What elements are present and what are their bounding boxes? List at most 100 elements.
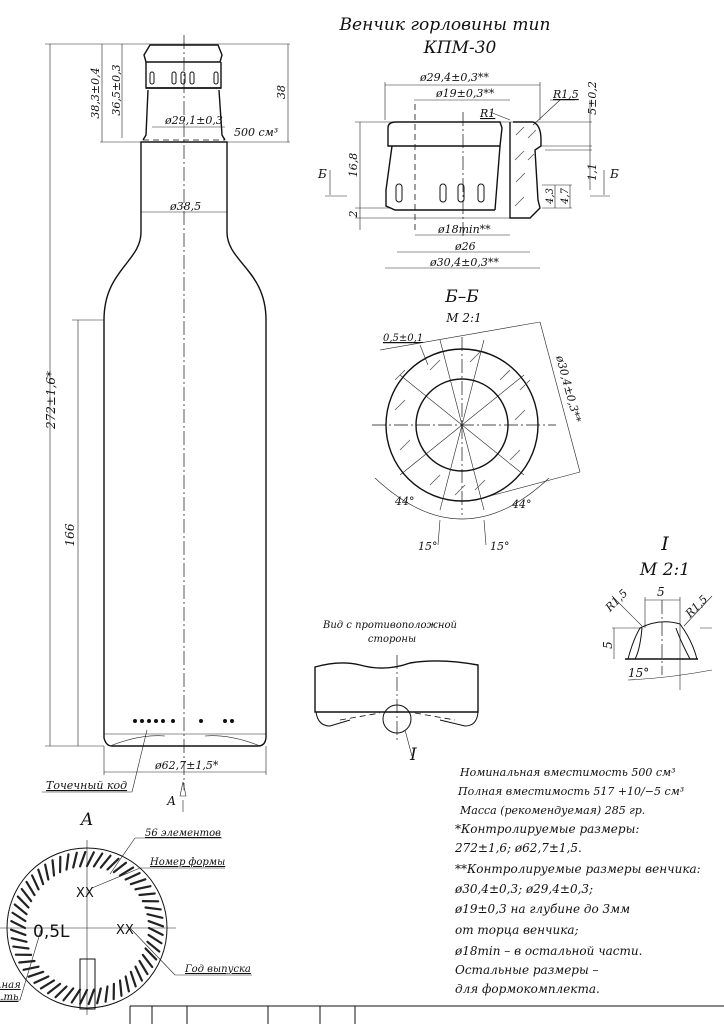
bottle-dimensions (42, 43, 290, 812)
knurl-element (20, 887, 33, 903)
note-line: Номинальная вместимость 500 см³ (459, 766, 676, 779)
angle-left: 44° (394, 495, 415, 508)
knurl-element (10, 937, 28, 943)
section-bb-drawing (372, 321, 581, 546)
knurl-element (16, 895, 30, 909)
knurl-element (44, 863, 50, 881)
knurl-element (27, 970, 45, 978)
bottle-outline (103, 35, 267, 790)
note-line: Полная вместимость 517 +10/−5 см³ (457, 785, 684, 798)
opposite-view-detail-mark: I (409, 745, 417, 765)
opposite-view-drawing (314, 655, 479, 757)
dim-2: 2 (347, 211, 360, 219)
dim-gap: 0,5±0,1 (383, 333, 423, 344)
section-mark-left: Б (317, 167, 327, 181)
finish-title-line2: КПМ-30 (423, 38, 497, 58)
finish-section-drawing (325, 82, 610, 269)
knurl-element (51, 859, 56, 877)
knurl-element (129, 878, 147, 886)
knurl-element (25, 880, 36, 897)
finish-lugs (149, 71, 219, 85)
knurl-element (22, 965, 40, 971)
note-line: для формокомплекта. (455, 982, 600, 996)
knurl-element (9, 928, 27, 937)
knurl-element (147, 926, 164, 936)
knurl-element (87, 988, 96, 1006)
note-line: **Контролируемые размеры венчика: (455, 862, 701, 876)
knurl-element (12, 945, 30, 950)
note-line: Остальные размеры – (455, 963, 599, 977)
dim-4-3: 4,3 (545, 188, 556, 205)
dim-height: 16,8 (347, 153, 360, 178)
dim-finish-height-2: 36,5±0,3 (110, 64, 123, 115)
knurl-element (124, 871, 141, 881)
note-line: от торца венчика; (455, 923, 579, 937)
cut-label-line2: ...ть (0, 992, 18, 1003)
dim-1-1: 1,1 (586, 163, 599, 181)
knurl-element (46, 982, 62, 995)
angle-right: 44° (511, 498, 532, 511)
dot-code (133, 719, 234, 723)
knurl-element (78, 850, 87, 868)
dim-outer-bottom: ø30,4±0,3** (429, 256, 499, 269)
dim-neck-ring: ø29,1±0,3 (164, 114, 223, 127)
dim-top-height: 5±0,2 (586, 81, 599, 115)
note-line: Масса (рекомендуемая) 285 гр. (459, 804, 645, 817)
knurl-element (99, 854, 112, 869)
knurl-element (62, 987, 75, 1002)
knurl-element (106, 857, 120, 871)
title-block (129, 1005, 724, 1024)
knurl-element (11, 911, 27, 923)
capacity-mark: 500 см³ (234, 126, 278, 139)
knurl-element (13, 903, 28, 916)
detail-i-height: 5 (601, 641, 615, 649)
dim-neck-diameter: ø38,5 (169, 200, 201, 213)
radius-r1: R1 (479, 107, 495, 120)
knurl-element (39, 979, 56, 990)
detail-i-title: I (660, 533, 669, 555)
note-line: ø30,4±0,3; ø29,4±0,3; (454, 882, 593, 896)
detail-i-scale: М 2:1 (639, 560, 690, 580)
dim-total-height: 272±1,6* (44, 371, 58, 430)
knurl-element (146, 913, 164, 919)
knurl-element (37, 868, 45, 886)
year-mark: XX (116, 923, 134, 938)
section-bb-title: Б–Б (444, 287, 479, 307)
note-line: ø18min – в остальной части. (454, 944, 642, 958)
knurl-element (134, 965, 144, 982)
dim-outer-top: ø29,4±0,3** (419, 71, 489, 84)
dim-body-diameter: ø62,7±1,5* (154, 759, 219, 772)
mold-number-mark: XX (76, 886, 94, 901)
detail-i-radius-left: R1,5 (602, 587, 630, 615)
knurl-element (65, 853, 70, 871)
dim-finish-height-1: 38,3±0,4 (89, 67, 102, 118)
dim-finish-height-3: 38 (275, 85, 288, 99)
knurl-element (92, 852, 104, 868)
knurl-element (144, 947, 158, 961)
section-bb-scale: М 2:1 (445, 311, 481, 325)
knurl-element (54, 985, 68, 999)
opposite-view-title-line2: стороны (368, 634, 416, 645)
knurl-element (141, 953, 154, 969)
note-line: ø19±0,3 на глубине до 3мм (454, 902, 630, 916)
year-label: Год выпуска (184, 964, 251, 975)
detail-i-radius-right: R1,5 (682, 593, 710, 621)
knurl-element (129, 970, 137, 988)
knurl-element (79, 988, 89, 1005)
knurl-element (72, 851, 78, 869)
elements-label: 56 элементов (145, 828, 221, 839)
dim-bore-top: ø19±0,3** (435, 87, 495, 100)
cut-label-line1: ...ная (0, 980, 21, 991)
knurl-element (147, 919, 165, 928)
view-arrow-label: А (166, 794, 176, 808)
dot-code-label: Точечный код (46, 779, 127, 792)
dim-bore-min: ø18min** (437, 223, 491, 236)
radius-r15: R1,5 (552, 88, 579, 101)
knurl-element (33, 975, 50, 985)
knurl-element (147, 933, 163, 945)
knurl-element (124, 975, 130, 993)
knurl-elements (9, 850, 165, 1006)
detail-i-angle: 15° (628, 666, 649, 680)
